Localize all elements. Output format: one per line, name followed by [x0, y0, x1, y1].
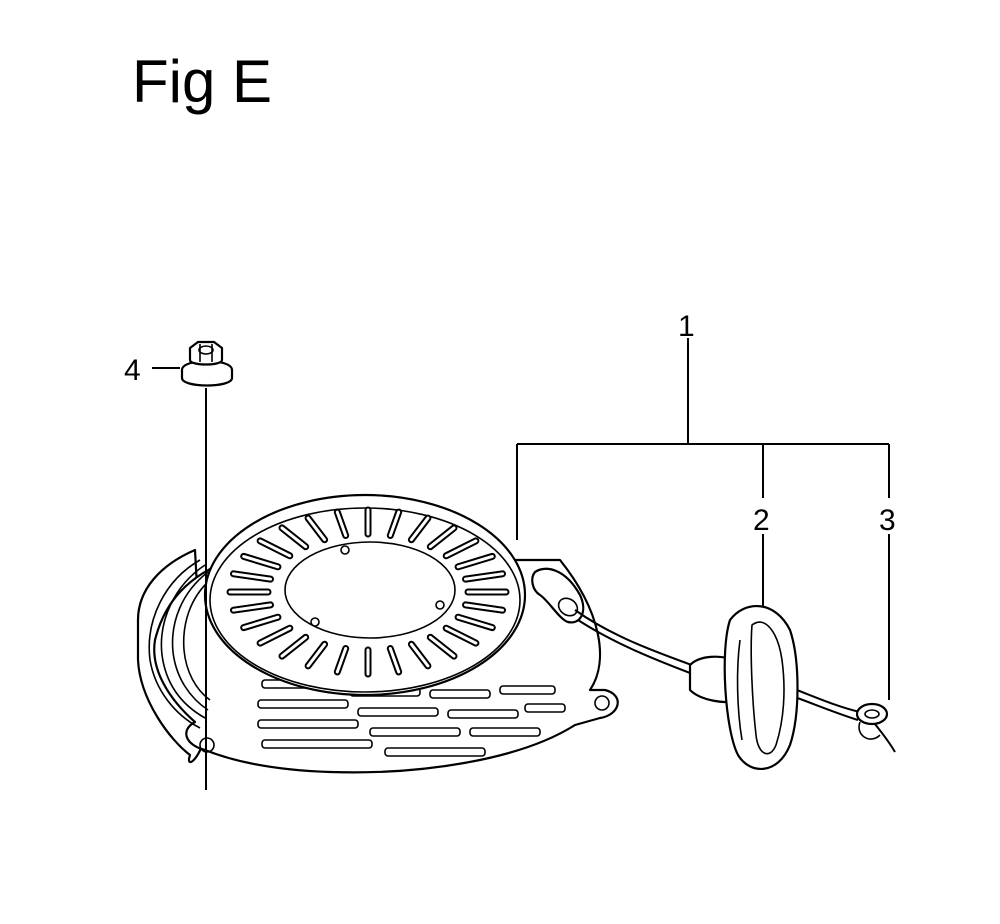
- vent-slot-inner: [388, 510, 401, 537]
- vent-slot-inner: [456, 615, 494, 630]
- vent-slot-inner: [306, 642, 327, 668]
- vent-slot-inner: [409, 516, 430, 542]
- vent-slot-inner: [258, 626, 292, 645]
- vent-slot-inner: [232, 603, 272, 612]
- vent-slot-inner: [242, 615, 280, 630]
- callout-4: 4: [124, 354, 141, 387]
- vent-slot-inner: [280, 526, 308, 549]
- cover-vent-slots: [226, 506, 510, 678]
- recoil-starter-housing: [136, 493, 619, 774]
- vent-slot-inner: [409, 642, 430, 668]
- vent-slot-inner: [464, 572, 504, 581]
- vent-slot-inner: [388, 647, 401, 674]
- starter-grip: [688, 605, 799, 770]
- vent-slot-inner: [335, 510, 348, 537]
- vent-slot-inner: [428, 526, 456, 549]
- flange-nut: [180, 340, 234, 387]
- vent-slot-inner: [444, 626, 478, 645]
- vent-slot-inner: [232, 572, 272, 581]
- vent-slot-inner: [456, 554, 494, 569]
- vent-slot-inner: [306, 516, 327, 542]
- vent-slot-inner: [464, 603, 504, 612]
- rope-knot: [855, 702, 889, 740]
- callout-1: 1: [678, 310, 695, 343]
- leader-lines: [152, 338, 890, 790]
- vent-slot-inner: [258, 539, 292, 558]
- vent-slot-inner: [444, 539, 478, 558]
- vent-slot-inner: [428, 635, 456, 658]
- vent-slot-inner: [280, 635, 308, 658]
- figure-title: Fig E: [132, 48, 273, 115]
- callout-3: 3: [879, 504, 896, 537]
- vent-slot-inner: [242, 554, 280, 569]
- callout-2: 2: [753, 504, 770, 537]
- vent-slot-inner: [335, 647, 348, 674]
